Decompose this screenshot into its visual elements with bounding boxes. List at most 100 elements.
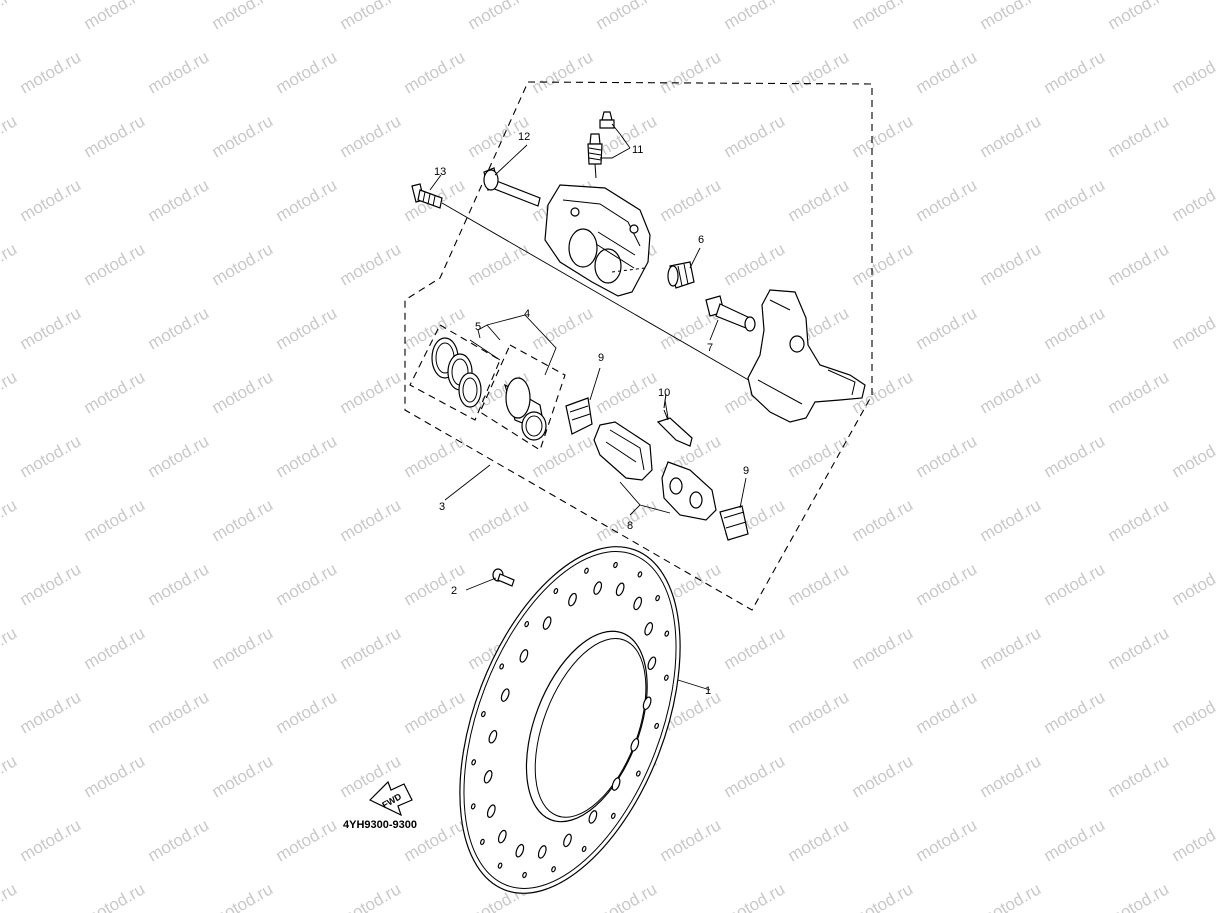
- watermark-text: motod.ru: [273, 559, 341, 609]
- watermark-text: motod.ru: [1105, 367, 1173, 417]
- callout-10: 10: [658, 387, 670, 399]
- watermark-text: motod.ru: [1041, 303, 1109, 353]
- disc-small-hole: [480, 838, 485, 845]
- watermark-text: motod.ru: [1105, 239, 1173, 289]
- disc-small-hole: [663, 674, 669, 681]
- watermark-text: motod.ru: [977, 623, 1045, 673]
- watermark-text: motod.ru: [913, 559, 981, 609]
- watermark-text: motod.ru: [657, 47, 725, 97]
- watermark-text: motod.ru: [1041, 559, 1109, 609]
- watermark-text: motod.ru: [209, 0, 277, 33]
- watermark-text: motod.ru: [785, 815, 853, 865]
- callout-2: 2: [451, 585, 457, 597]
- watermark-text: motod.ru: [81, 495, 149, 545]
- watermark-text: motod.ru: [17, 303, 85, 353]
- watermark-text: motod.ru: [593, 367, 661, 417]
- watermark-text: motod.ru: [145, 175, 213, 225]
- watermark-text: motod.ru: [273, 175, 341, 225]
- watermark-text: motod.ru: [0, 495, 20, 545]
- watermark-text: motod.ru: [1105, 495, 1173, 545]
- disc-hole: [519, 649, 529, 663]
- watermark-text: motod.ru: [913, 687, 981, 737]
- disc-hole: [588, 810, 598, 824]
- watermark-text: motod.ru: [0, 239, 20, 289]
- callout-3: 3: [439, 501, 445, 513]
- watermark-text: motod.ru: [977, 367, 1045, 417]
- watermark-text: motod.ru: [1105, 623, 1173, 673]
- watermark-text: motod.ru: [593, 879, 661, 913]
- watermark-text: motod.ru: [977, 879, 1045, 913]
- watermark-text: motod.ru: [0, 0, 20, 33]
- disc-hole: [497, 829, 507, 844]
- disc-hole: [483, 769, 493, 784]
- watermark-text: motod.ru: [401, 431, 469, 481]
- watermark-text: motod.ru: [209, 623, 277, 673]
- watermark-text: motod.ru: [721, 0, 789, 33]
- watermark-text: motod.ru: [849, 751, 917, 801]
- watermark-text: motod.ru: [849, 623, 917, 673]
- watermark-text: motod.ru: [17, 815, 85, 865]
- watermark-text: motod.ru: [913, 47, 981, 97]
- disc-small-hole: [635, 770, 641, 777]
- watermark-text: motod.ru: [465, 0, 533, 33]
- watermark-text: motod.ru: [1041, 687, 1109, 737]
- watermark-text: motod.ru: [1041, 815, 1109, 865]
- watermark-text: motod.ru: [1169, 559, 1217, 609]
- disc-small-hole: [497, 862, 503, 869]
- watermark-text: motod.ru: [785, 47, 853, 97]
- watermark-text: motod.ru: [1169, 47, 1217, 97]
- pad-support-lower: [719, 505, 749, 541]
- watermark-text: motod.ru: [0, 623, 20, 673]
- watermark-text: motod.ru: [849, 0, 917, 33]
- disc-hole: [542, 616, 552, 630]
- callout-4: 4: [524, 308, 530, 320]
- seal-kit-group: [409, 324, 501, 421]
- watermark-text: motod.ru: [977, 495, 1045, 545]
- watermark-text: motod.ru: [1041, 431, 1109, 481]
- watermark-text: motod.ru: [977, 0, 1045, 33]
- watermark-text: motod.ru: [785, 431, 853, 481]
- disc-hole: [515, 843, 525, 858]
- disc-hole: [486, 804, 496, 818]
- disc-hole: [615, 582, 625, 597]
- watermark-text: motod.ru: [401, 47, 469, 97]
- disc-small-hole: [481, 710, 486, 718]
- watermark-text: motod.ru: [337, 239, 405, 289]
- watermark-text: motod.ru: [1105, 111, 1173, 161]
- forward-arrow-icon: FWD: [368, 780, 413, 817]
- watermark-text: motod.ru: [337, 879, 405, 913]
- watermark-text: motod.ru: [81, 367, 149, 417]
- watermark-text: motod.ru: [337, 0, 405, 33]
- disc-small-hole: [471, 759, 477, 766]
- watermark-text: motod.ru: [849, 111, 917, 161]
- watermark-text: motod.ru: [0, 751, 20, 801]
- watermark-text: motod.ru: [529, 303, 597, 353]
- watermark-text: motod.ru: [337, 623, 405, 673]
- watermark-text: motod.ru: [209, 879, 277, 913]
- disc-hole: [642, 696, 652, 711]
- watermark-text: motod.ru: [81, 0, 149, 33]
- disc-hole: [568, 592, 577, 607]
- watermark-text: motod.ru: [0, 879, 20, 913]
- watermark-text: motod.ru: [273, 687, 341, 737]
- watermark-text: motod.ru: [913, 815, 981, 865]
- watermark-text: motod.ru: [1105, 879, 1173, 913]
- watermark-text: motod.ru: [337, 111, 405, 161]
- watermark-text: motod.ru: [849, 879, 917, 913]
- watermark-text: motod.ru: [721, 623, 789, 673]
- callout-5: 5: [475, 321, 481, 333]
- disc-hole: [611, 777, 621, 791]
- watermark-text: motod.ru: [913, 431, 981, 481]
- watermark-text: motod.ru: [145, 815, 213, 865]
- watermark-text: motod.ru: [721, 239, 789, 289]
- callout-7: 7: [707, 342, 713, 354]
- watermark-text: motod.ru: [529, 47, 597, 97]
- watermark-text: motod.ru: [273, 47, 341, 97]
- bleed-screw-set: [587, 111, 615, 179]
- disc-small-hole: [664, 630, 670, 637]
- disc-small-hole: [581, 845, 587, 853]
- watermark-text: motod.ru: [785, 559, 853, 609]
- watermark-text: motod.ru: [209, 111, 277, 161]
- watermark-text: motod.ru: [1041, 175, 1109, 225]
